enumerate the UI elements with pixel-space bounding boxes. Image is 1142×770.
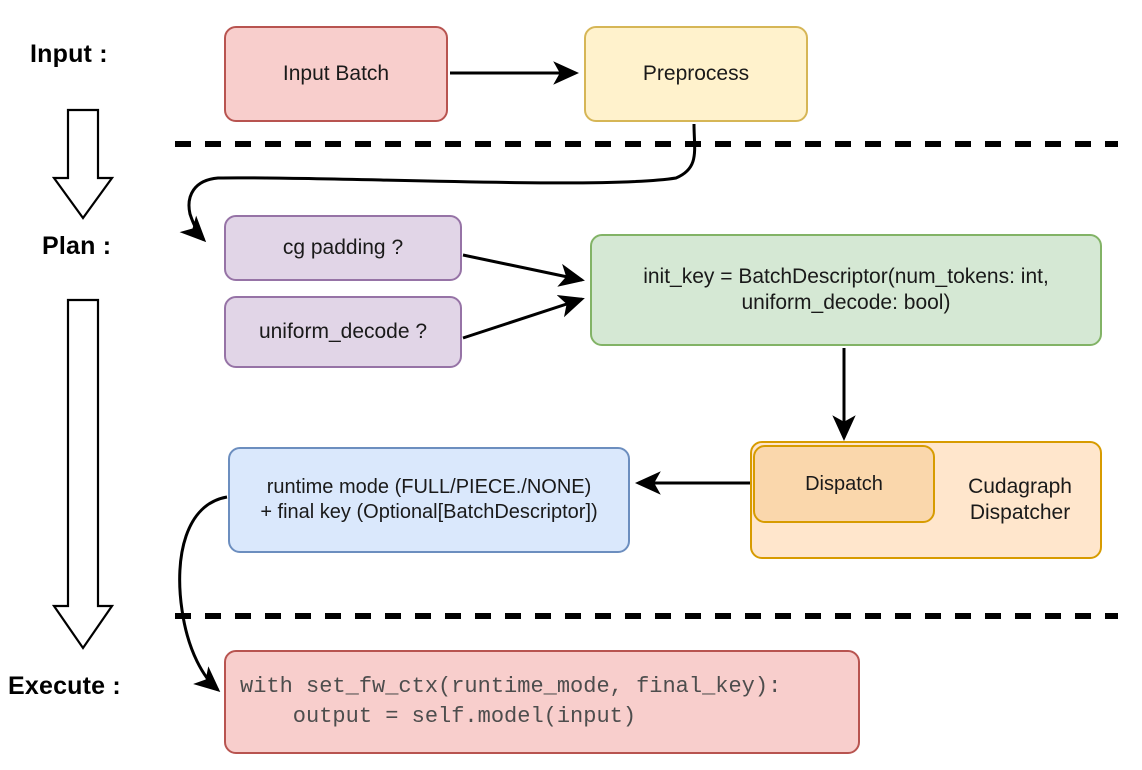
node-execute-code-label: with set_fw_ctx(runtime_mode, final_key)… (240, 674, 782, 729)
stage-arrow-input-to-plan (51, 108, 115, 220)
edge-preprocess-to-cg-padding (179, 123, 697, 243)
node-init-key[interactable]: init_key = BatchDescriptor(num_tokens: i… (590, 234, 1102, 346)
edge-cg-padding-to-init-key (462, 253, 585, 287)
stage-label-input: Input : (30, 40, 108, 68)
node-uniform-decode[interactable]: uniform_decode ? (224, 296, 462, 368)
node-input-batch[interactable]: Input Batch (224, 26, 448, 122)
node-preprocess[interactable]: Preprocess (584, 26, 808, 122)
node-runtime-mode[interactable]: runtime mode (FULL/PIECE./NONE) + final … (228, 447, 630, 553)
node-dispatch-label: Dispatch (805, 472, 883, 495)
stage-arrow-plan-to-execute (51, 298, 115, 650)
node-uniform-decode-label: uniform_decode ? (258, 319, 428, 343)
node-cg-padding-label: cg padding ? (282, 235, 404, 259)
edge-uniform-decode-to-init-key (462, 294, 585, 340)
edge-runtime-mode-to-execute-code (178, 495, 228, 692)
node-execute-code[interactable]: with set_fw_ctx(runtime_mode, final_key)… (224, 650, 860, 754)
node-preprocess-label: Preprocess (642, 61, 750, 85)
node-input-batch-label: Input Batch (282, 61, 390, 85)
node-cg-padding[interactable]: cg padding ? (224, 215, 462, 281)
node-cudagraph-dispatcher-label: Cudagraph Dispatcher (968, 474, 1072, 524)
stage-label-execute: Execute : (8, 672, 121, 700)
node-init-key-label: init_key = BatchDescriptor(num_tokens: i… (643, 264, 1049, 314)
stage-label-plan: Plan : (42, 232, 112, 260)
node-dispatch[interactable]: Dispatch (753, 445, 935, 523)
node-runtime-mode-label: runtime mode (FULL/PIECE./NONE) + final … (260, 476, 598, 523)
